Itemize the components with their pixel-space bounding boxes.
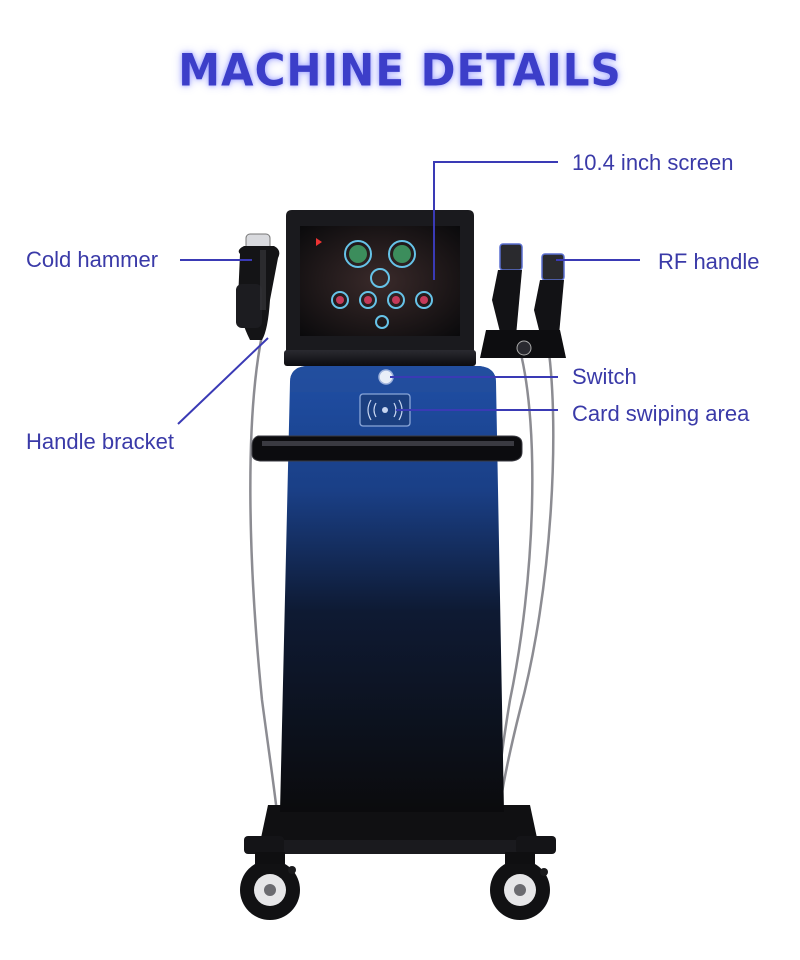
handle-bracket	[251, 435, 523, 462]
wheels	[240, 852, 550, 920]
machine-base	[244, 805, 556, 854]
cold-hammer-handpiece	[236, 233, 280, 340]
label-rf-handle: RF handle	[658, 249, 760, 274]
label-card-swiping-area: Card swiping area	[572, 401, 750, 426]
rf-handles	[480, 243, 566, 358]
label-screen: 10.4 inch screen	[572, 150, 734, 175]
page-title: MACHINE DETAILS	[178, 44, 622, 97]
machine-body	[280, 366, 504, 812]
label-handle-bracket: Handle bracket	[26, 429, 174, 454]
touch-screen	[284, 210, 476, 366]
label-cold-hammer: Cold hammer	[26, 247, 159, 272]
leader-lines	[177, 161, 640, 425]
label-switch: Switch	[572, 364, 637, 389]
